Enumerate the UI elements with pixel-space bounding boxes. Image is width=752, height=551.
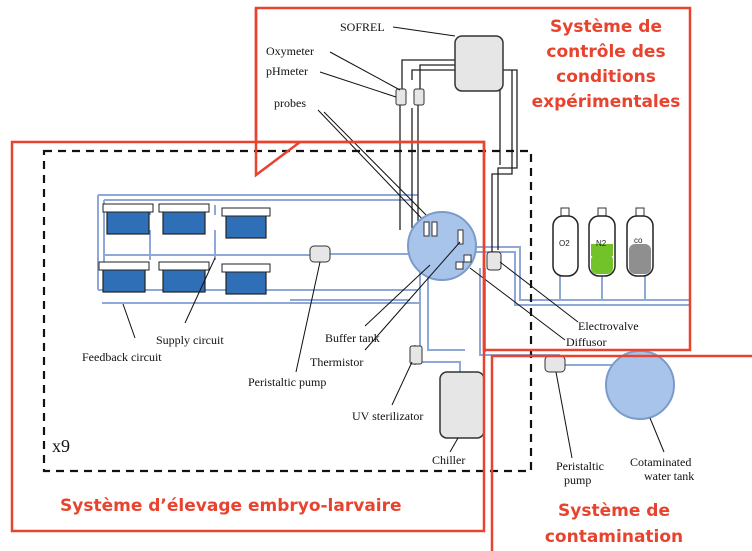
sofrel-leader bbox=[392, 26, 456, 37]
cylinder-co-fill bbox=[629, 244, 651, 274]
rearing-tank-3-lid bbox=[221, 207, 271, 217]
rearing-tank-1-lid bbox=[102, 203, 154, 213]
phmeter-device bbox=[413, 88, 425, 106]
cylinder-n2-fill bbox=[591, 254, 613, 274]
rearing-tank-5-lid bbox=[158, 261, 210, 271]
supply-circuit-leader bbox=[184, 257, 216, 324]
gas-cylinders: O2 N2 co bbox=[552, 207, 654, 277]
oxymeter-label: Oxymeter bbox=[266, 44, 314, 58]
oxymeter-leader bbox=[329, 51, 401, 91]
diffusor-leader bbox=[469, 267, 566, 341]
buffer-tank bbox=[407, 211, 477, 281]
probe-2 bbox=[431, 221, 438, 237]
cylinder-o2-label: O2 bbox=[559, 239, 570, 248]
rearing-system-boundary bbox=[10, 140, 486, 533]
cylinder-co-valve bbox=[635, 207, 645, 217]
feedback-circuit-leader bbox=[122, 303, 136, 339]
thermistor-label: Thermistor bbox=[310, 355, 363, 369]
feedback-circuit-label: Feedback circuit bbox=[82, 350, 162, 364]
chiller-unit bbox=[439, 371, 485, 439]
probe-1 bbox=[423, 221, 430, 237]
rearing-tanks bbox=[98, 203, 271, 295]
diffusor-head bbox=[455, 261, 464, 270]
diffusor-label: Diffusor bbox=[566, 335, 606, 349]
sofrel-unit bbox=[454, 35, 504, 92]
rearing-tank-2-lid bbox=[158, 203, 210, 213]
oxymeter-device bbox=[395, 88, 407, 106]
rearing-system-title: Système d’élevage embryo-larvaire bbox=[60, 496, 402, 516]
contamination-system-boundary bbox=[490, 354, 752, 551]
electrovalve-label: Electrovalve bbox=[578, 319, 639, 333]
cylinder-n2-fill-2 bbox=[591, 244, 613, 256]
peristaltic-pump-1-leader bbox=[295, 261, 321, 373]
uv-sterilizator-leader bbox=[391, 361, 413, 406]
uv-sterilizator bbox=[409, 345, 423, 365]
contaminated-tank-leader bbox=[649, 417, 665, 453]
diffusor-head-2 bbox=[463, 254, 472, 263]
uv-sterilizator-label: UV sterilizator bbox=[352, 409, 423, 423]
chiller-label: Chiller bbox=[432, 453, 465, 467]
peristaltic-pump-label: Peristaltic pump bbox=[248, 375, 326, 389]
electrovalve-leader bbox=[499, 261, 579, 323]
rearing-tank-6-lid bbox=[221, 263, 271, 273]
cylinder-n2-valve bbox=[597, 207, 607, 217]
cylinder-n2-label: N2 bbox=[596, 239, 607, 248]
probes-label: probes bbox=[274, 96, 306, 110]
cylinder-o2 bbox=[552, 215, 579, 277]
probes-leader bbox=[317, 109, 429, 226]
contaminated-water-tank bbox=[605, 350, 675, 420]
buffer-tank-leader bbox=[364, 264, 431, 327]
phmeter-leader bbox=[319, 71, 397, 98]
peristaltic-pump-1 bbox=[309, 245, 331, 263]
rearing-tank-4-lid bbox=[98, 261, 150, 271]
sofrel-label: SOFREL bbox=[340, 20, 385, 34]
electrovalve-device bbox=[486, 251, 502, 271]
cylinder-o2-valve bbox=[560, 207, 570, 217]
peristaltic-pump-2 bbox=[544, 355, 566, 373]
chiller-leader bbox=[449, 437, 459, 453]
control-system-boundary-edge bbox=[254, 8, 301, 178]
x9-multiplier: x9 bbox=[52, 436, 70, 456]
supply-circuit-label: Supply circuit bbox=[156, 333, 224, 347]
peristaltic-pump-2-leader bbox=[555, 371, 573, 459]
thermistor-sensor bbox=[457, 229, 464, 245]
thermistor-leader bbox=[364, 241, 461, 351]
probes-leader-2 bbox=[323, 111, 437, 226]
phmeter-label: pHmeter bbox=[266, 64, 308, 78]
buffer-tank-label: Buffer tank bbox=[325, 331, 380, 345]
cylinder-co-label: co bbox=[634, 236, 643, 245]
